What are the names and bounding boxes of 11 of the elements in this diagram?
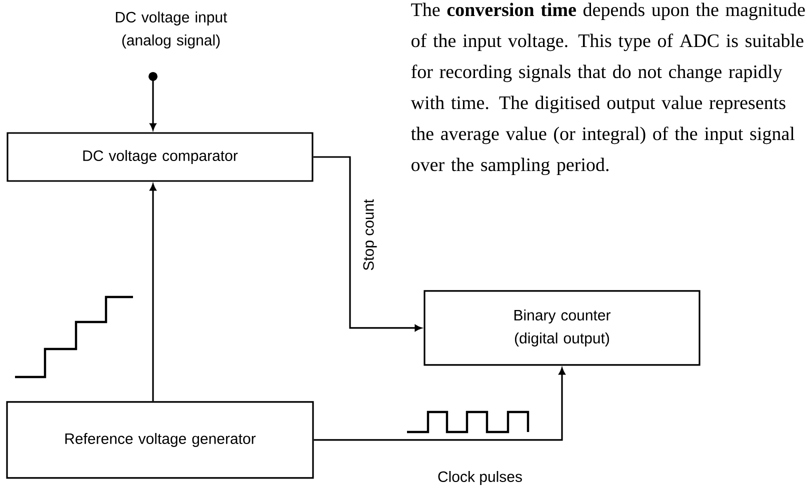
arrow bbox=[150, 184, 156, 402]
description-text: The conversion time depends upon the magnitude of the input voltage. This type of ADC is suitable for recording signals that do not change rapidly with time. The digitised output value represents the average value (or integral) of the input signal over the sampling period. bbox=[410, 2, 805, 176]
edge-label: Stop count bbox=[361, 197, 379, 273]
arrow bbox=[313, 156, 422, 332]
process-box: Binary counter (digital output) bbox=[424, 290, 700, 366]
input-label: DC voltage input (analog signal) bbox=[116, 12, 228, 48]
arrow bbox=[148, 72, 158, 130]
process-box: DC voltage comparator bbox=[6, 132, 314, 182]
edge-label: Clock pulses bbox=[436, 469, 525, 486]
arrow bbox=[314, 368, 566, 441]
process-box: Reference voltage generator bbox=[6, 401, 314, 479]
